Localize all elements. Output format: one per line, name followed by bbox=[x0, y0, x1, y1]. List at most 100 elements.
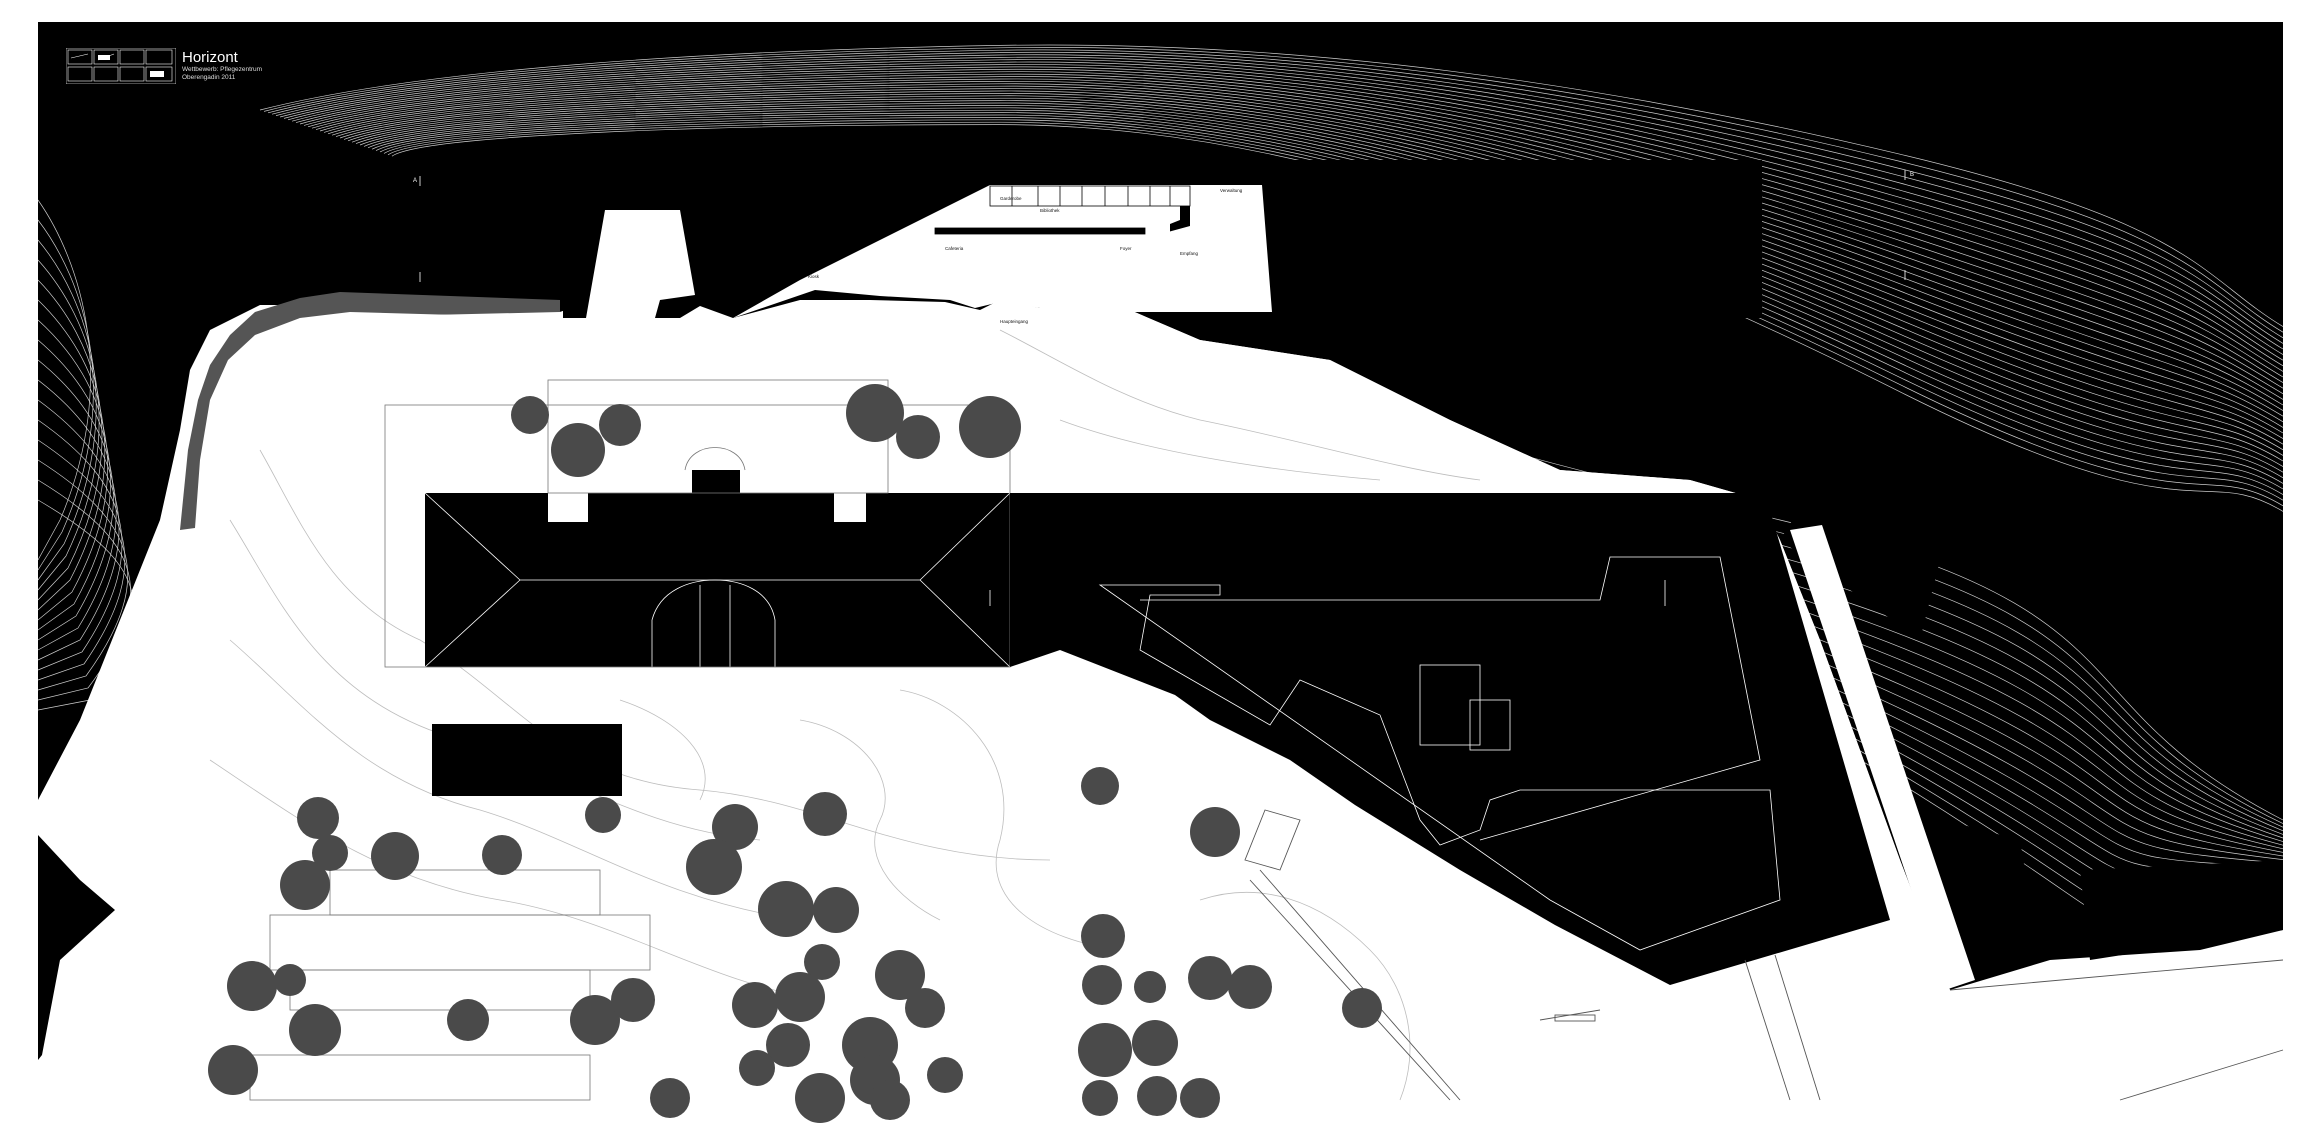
title-text: Horizont Wettbewerb: Pflegezentrum Obere… bbox=[182, 50, 262, 82]
tree bbox=[813, 887, 859, 933]
contour-line bbox=[37, 319, 108, 621]
tree bbox=[599, 404, 641, 446]
contour-line bbox=[311, 76, 2284, 400]
contour-line bbox=[319, 81, 2284, 411]
project-name: Horizont bbox=[182, 49, 238, 66]
contour-line bbox=[259, 44, 2284, 327]
tree bbox=[732, 982, 778, 1028]
trees bbox=[208, 384, 1382, 1123]
tree bbox=[511, 396, 549, 434]
tree bbox=[1342, 988, 1382, 1028]
contour-line bbox=[1114, 329, 2284, 821]
tree bbox=[447, 999, 489, 1041]
tree bbox=[1082, 1080, 1118, 1116]
contour-line bbox=[343, 95, 2284, 445]
east-outline bbox=[1098, 556, 1781, 951]
competition-line: Wettbewerb: Pflegezentrum bbox=[182, 66, 263, 73]
contour-line bbox=[339, 93, 2284, 439]
tree bbox=[280, 860, 330, 910]
location-line: Oberengadin 2011 bbox=[182, 74, 236, 81]
contour-line bbox=[275, 54, 2284, 350]
courtyard bbox=[733, 185, 1272, 318]
tree bbox=[1082, 965, 1122, 1005]
contour-line bbox=[335, 90, 2284, 434]
tree bbox=[570, 995, 620, 1045]
contour-line bbox=[307, 73, 2284, 395]
tree bbox=[739, 1050, 775, 1086]
section-mark-b: B bbox=[1910, 172, 1914, 178]
tree bbox=[775, 972, 825, 1022]
room-label-2: Cafeteria bbox=[945, 246, 964, 251]
tree bbox=[927, 1057, 963, 1093]
title-thumbnail bbox=[66, 48, 176, 84]
tree bbox=[551, 423, 605, 477]
contour-line bbox=[347, 97, 2284, 451]
section-marks bbox=[419, 170, 1906, 606]
contour-line bbox=[359, 105, 2284, 467]
tree bbox=[712, 804, 758, 850]
small-building bbox=[432, 724, 622, 796]
tree bbox=[795, 1073, 845, 1123]
tree bbox=[482, 835, 522, 875]
road-lines bbox=[1244, 809, 2284, 1101]
room-label-6: Haupteingang bbox=[1000, 319, 1029, 324]
contour-line bbox=[37, 299, 106, 611]
east-road bbox=[1790, 525, 1975, 990]
contour-line bbox=[37, 359, 114, 641]
tree bbox=[870, 1080, 910, 1120]
contour-line bbox=[283, 59, 2284, 361]
room-label-4: Bibliothek bbox=[1040, 208, 1060, 213]
tree bbox=[1180, 1078, 1220, 1118]
tree bbox=[1132, 1020, 1178, 1066]
roof-lines bbox=[424, 492, 1011, 668]
existing-building bbox=[425, 470, 1010, 667]
contour-line bbox=[37, 339, 111, 631]
room-label-1: Garderobe bbox=[1000, 196, 1022, 201]
tree bbox=[227, 961, 277, 1011]
room-label-7: Kiosk bbox=[808, 274, 820, 279]
tree bbox=[371, 832, 419, 880]
contour-line bbox=[37, 379, 117, 651]
room-label-5: Empfang bbox=[1180, 251, 1199, 256]
tree bbox=[875, 950, 925, 1000]
contour-line bbox=[271, 51, 2284, 344]
contour-line bbox=[303, 71, 2284, 389]
tree bbox=[274, 964, 306, 996]
tree bbox=[959, 396, 1021, 458]
tree bbox=[297, 797, 339, 839]
tree bbox=[208, 1045, 258, 1095]
contour-line bbox=[287, 61, 2284, 367]
contour-line bbox=[291, 64, 2284, 372]
entry-notch bbox=[586, 210, 695, 318]
contour-line bbox=[37, 499, 134, 711]
tree bbox=[1081, 914, 1125, 958]
contour-line bbox=[37, 479, 131, 701]
contour-line bbox=[37, 459, 129, 691]
tree bbox=[846, 384, 904, 442]
tree bbox=[1134, 971, 1166, 1003]
contour-line bbox=[363, 107, 2284, 473]
tree bbox=[1188, 956, 1232, 1000]
tree bbox=[650, 1078, 690, 1118]
contour-line bbox=[327, 85, 2284, 423]
room-label-3: Foyer bbox=[1120, 246, 1132, 251]
contour-line bbox=[37, 439, 126, 681]
tree bbox=[289, 1004, 341, 1056]
contour-line bbox=[299, 68, 2284, 383]
tree bbox=[758, 881, 814, 937]
terrain-west bbox=[38, 835, 115, 1060]
tree bbox=[1081, 767, 1119, 805]
room-band bbox=[934, 185, 1191, 235]
contour-line bbox=[351, 100, 2284, 456]
tree bbox=[1078, 1023, 1132, 1077]
contour-line bbox=[267, 49, 2284, 339]
contour-line bbox=[295, 66, 2284, 378]
section-mark-a: A bbox=[413, 178, 417, 184]
contour-line bbox=[315, 78, 2284, 406]
tree bbox=[1228, 965, 1272, 1009]
tree bbox=[1190, 807, 1240, 857]
tree bbox=[312, 835, 348, 871]
east-houses bbox=[1780, 460, 2283, 960]
contour-line bbox=[331, 88, 2284, 428]
